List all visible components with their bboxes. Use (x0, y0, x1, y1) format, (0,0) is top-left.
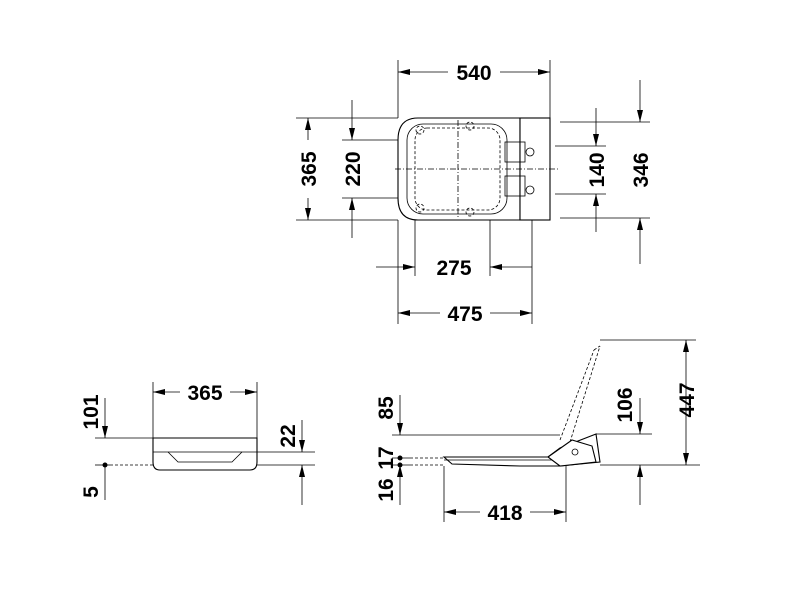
arrow-106-bottom (637, 465, 643, 477)
side-view: 85 17 16 106 447 418 (375, 339, 700, 525)
open-lid-top (593, 345, 601, 351)
open-lid-left (559, 349, 595, 441)
hinge-recess-upper (504, 141, 526, 163)
dim-106: 106 (614, 387, 637, 422)
dim-220: 220 (342, 151, 365, 186)
dim-85: 85 (375, 396, 398, 420)
dim-447: 447 (676, 382, 699, 417)
arrow-418-left (444, 509, 456, 515)
hinge-recess-lower (504, 175, 526, 197)
hinge-bolt-upper (525, 147, 535, 157)
arrow-365-top (305, 118, 311, 130)
arrow-346-top (637, 110, 643, 122)
bumper-3 (415, 203, 425, 213)
arrow-front-365-right (245, 389, 257, 395)
dim-140: 140 (586, 152, 609, 187)
arrow-85 (397, 423, 403, 435)
arrow-front-365-left (153, 389, 165, 395)
arrow-418-right (554, 509, 566, 515)
arrow-275-right (490, 264, 502, 270)
dim-275: 275 (436, 257, 471, 280)
bumper-1 (415, 125, 425, 135)
arrow-346-bottom (637, 218, 643, 230)
dim-5: 5 (80, 486, 103, 498)
arrow-220-bottom (349, 198, 355, 210)
arrow-22-top (299, 440, 305, 452)
dim-475: 475 (447, 303, 482, 326)
dim-418: 418 (487, 502, 522, 525)
arrow-447-top (683, 340, 689, 352)
dim-365-top-view: 365 (298, 151, 321, 186)
arrow-365-bottom (305, 208, 311, 220)
arrow-275-left (403, 264, 415, 270)
arrow-106-top (637, 422, 643, 434)
arrow-540-right (538, 69, 550, 75)
dim-101: 101 (80, 394, 103, 429)
arrow-475-right (520, 310, 532, 316)
arrow-540-left (398, 69, 410, 75)
open-lid-right (569, 345, 601, 443)
arrow-447-bottom (683, 453, 689, 465)
arrow-16 (397, 465, 403, 477)
dim-16: 16 (375, 478, 398, 501)
dim-22: 22 (277, 424, 300, 447)
arrow-101 (102, 426, 108, 438)
front-view: 365 101 5 22 (80, 382, 315, 505)
dim-346: 346 (630, 152, 653, 187)
bumper-4 (465, 207, 475, 217)
front-recess (167, 451, 243, 463)
arrow-220-top (349, 128, 355, 140)
arrow-22-bottom (299, 465, 305, 477)
arrow-140-bottom (593, 194, 599, 206)
seat-outline-front (152, 437, 258, 471)
side-hinge-pin (571, 448, 579, 456)
bumper-2 (465, 121, 475, 131)
arrow-475-left (398, 310, 410, 316)
dim-540: 540 (456, 62, 491, 85)
hinge-bolt-lower (525, 185, 535, 195)
dim-17: 17 (375, 446, 398, 469)
arrow-140-top (593, 134, 599, 146)
top-view: 540 365 220 140 346 (296, 60, 653, 326)
dim-front-365: 365 (187, 382, 222, 405)
